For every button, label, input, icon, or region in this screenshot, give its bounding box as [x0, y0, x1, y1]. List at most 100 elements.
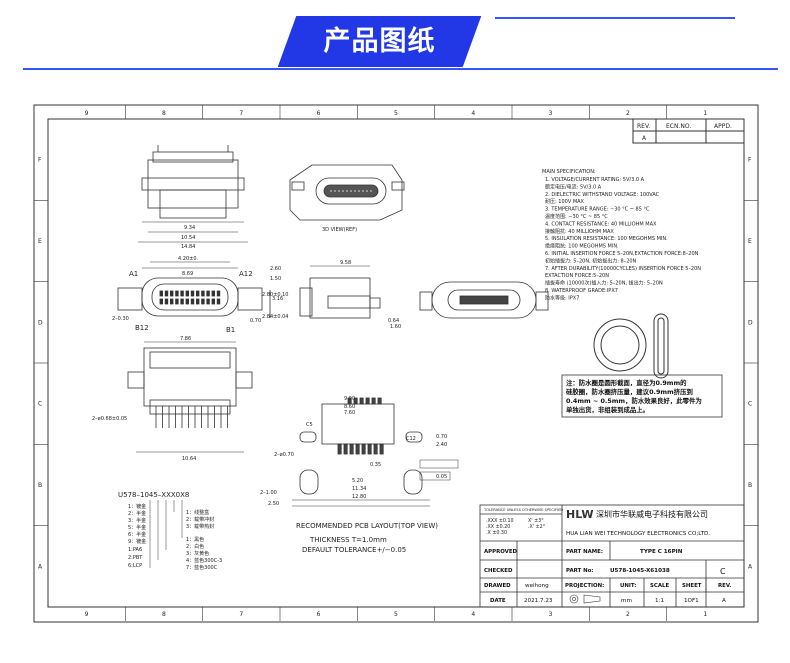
label-3d-view: 3D VIEW(REF) [322, 227, 357, 233]
top-dim-a: 4.20±0. [178, 256, 199, 262]
pcb-layout-label: RECOMMENDED PCB LAYOUT(TOP VIEW) [296, 522, 438, 530]
zone-col-bottom: 6 [317, 611, 321, 618]
spec-line: 插拔寿命 (10000次)插入力: 5–20N, 拔出力: 5–20N [545, 280, 663, 287]
zone-col-bottom: 2 [626, 611, 630, 618]
rev-value: A [642, 135, 647, 142]
part-name-label: PART NAME: [566, 549, 603, 555]
pcb-dim-label: 11.34 [352, 486, 366, 492]
pcb-pad [353, 397, 358, 405]
zone-row-left: D [38, 319, 43, 326]
spec-line: 接触阻抗: 40 MILLIOHM MAX [545, 228, 614, 235]
zone-row-right: B [748, 482, 752, 489]
legend-color-option: 7：蓝色300C [186, 564, 218, 571]
legend-packaging: 1：线整盒 [186, 509, 209, 516]
pin-contact [175, 298, 179, 305]
pcb-pad [377, 397, 382, 405]
sheet-label: SHEET [682, 583, 702, 589]
side-dim-b: 1.50 [270, 276, 281, 282]
pcb-pad [355, 443, 360, 455]
ecn-header: ECN.NO. [666, 123, 691, 130]
legend-color-option: 1：黑色 [186, 536, 204, 543]
spec-line: 1. VOLTAGE/CURRENT RATING: 5V/3.0 A [545, 177, 645, 183]
pin-contact [164, 298, 169, 305]
side-dim-d: 3.16 [272, 296, 283, 302]
pcb-pad [379, 443, 384, 455]
header-rule-top [495, 17, 735, 19]
spec-line: 3. TEMPERATURE RANGE: −30 °C ~ 85 °C [545, 207, 650, 213]
side-dim-f: 1.60 [390, 324, 401, 330]
bottom-pins [155, 406, 228, 428]
approved-label: APPROVED [484, 549, 518, 555]
zone-row-right: D [748, 319, 753, 326]
thickness-note: THICKNESS T=1.0mm [309, 536, 387, 544]
front-dim-1: 9.34 [184, 225, 195, 231]
zone-col-top: 8 [162, 110, 166, 117]
legend-packaging: 2：载带冲封 [186, 516, 214, 523]
bottom-dim-a: 7.86 [180, 336, 191, 342]
pin-contact [211, 290, 215, 297]
zone-row-right: C [748, 401, 752, 408]
legend-option: 3：半金 [128, 517, 146, 524]
spec-line: 8. WATERPROOF GRADE:IPX7 [545, 288, 618, 294]
sheet-value: 1OF1 [684, 598, 699, 604]
spec-line: 2. DIELECTRIC WITHSTAND VOLTAGE: 100VAC [545, 192, 660, 198]
pcb-dim-label: 12.80 [352, 494, 366, 500]
legend-material: 1:PA6 [128, 547, 142, 553]
pcb-pad [373, 443, 378, 455]
pin-contact [206, 298, 210, 305]
pin-contact [190, 298, 195, 305]
spec-list: 1. VOLTAGE/CURRENT RATING: 5V/3.0 A 额定电压… [545, 177, 701, 301]
zone-row-left: B [38, 482, 42, 489]
legend-color-option: 4：蓝色300C-3 [186, 557, 222, 564]
spec-line: 防水等级: IPX7 [545, 294, 579, 301]
zone-col-top: 1 [703, 110, 707, 117]
pin-contact [195, 290, 200, 297]
rev-value-cell: A [722, 598, 726, 604]
unit-value: mm [621, 598, 632, 604]
outer-border [33, 104, 759, 623]
pin-contact [164, 290, 169, 297]
pcb-dim-label: 2.50 [268, 501, 279, 507]
pin-grid [159, 290, 221, 305]
top-view [117, 261, 263, 317]
pin-contact [190, 290, 195, 297]
part-name: TYPE C 16PIN [640, 549, 683, 555]
page-title: 产品图纸 [323, 26, 436, 57]
spec-heading: MAIN SPECIFICATION: [542, 169, 596, 175]
top-dim-c: 2–0.30 [112, 316, 129, 322]
zone-col-top: 6 [317, 110, 321, 117]
top-dim-d: 2.80±0.10 [262, 292, 288, 298]
draw-date: 2021.7.23 [524, 598, 553, 604]
pcb-pad [343, 443, 348, 455]
top-dim-b: 8.69 [182, 271, 193, 277]
pin-label-a1: A1 [129, 270, 138, 278]
note-line: 注：防水圈是圆形截面，直径为0.9mm的 [566, 378, 687, 387]
zone-row-left: F [38, 157, 42, 164]
company-logo: HLW [566, 508, 594, 521]
drawer-name: weihong [525, 583, 549, 589]
pin-contact [201, 290, 205, 297]
tolerance-linear: .X ±0.30 [486, 530, 507, 536]
side-dim-e: 0.64 [388, 318, 399, 324]
legend-color-option: 3：灰黄色 [186, 550, 209, 557]
pin-contact [180, 290, 184, 297]
checked-label: CHECKED [484, 568, 513, 574]
scale-label: SCALE [650, 583, 669, 589]
pin-contact [159, 290, 163, 297]
company-name-en: HUA LIAN WEI TECHNOLOGY ELECTRONICS CO;L… [566, 531, 710, 537]
legend-packaging: 3：载带热封 [186, 523, 214, 530]
rev-cell: C [720, 567, 726, 576]
part-no: U578-1045-X61038 [610, 568, 670, 574]
pcb-dim-label: 0.35 [370, 462, 381, 468]
zone-row-left: A [38, 563, 43, 570]
zone-row-left: C [38, 401, 42, 408]
pin-contact [185, 298, 189, 305]
drawed-label: DRAWED [484, 583, 511, 589]
header-rule [23, 68, 778, 70]
part-code-legend [149, 500, 183, 568]
pin-contact [195, 298, 200, 305]
pcb-dim-label: 9.90 [344, 396, 355, 402]
bottom-dim-b: 2–ø0.68±0.05 [92, 416, 127, 422]
